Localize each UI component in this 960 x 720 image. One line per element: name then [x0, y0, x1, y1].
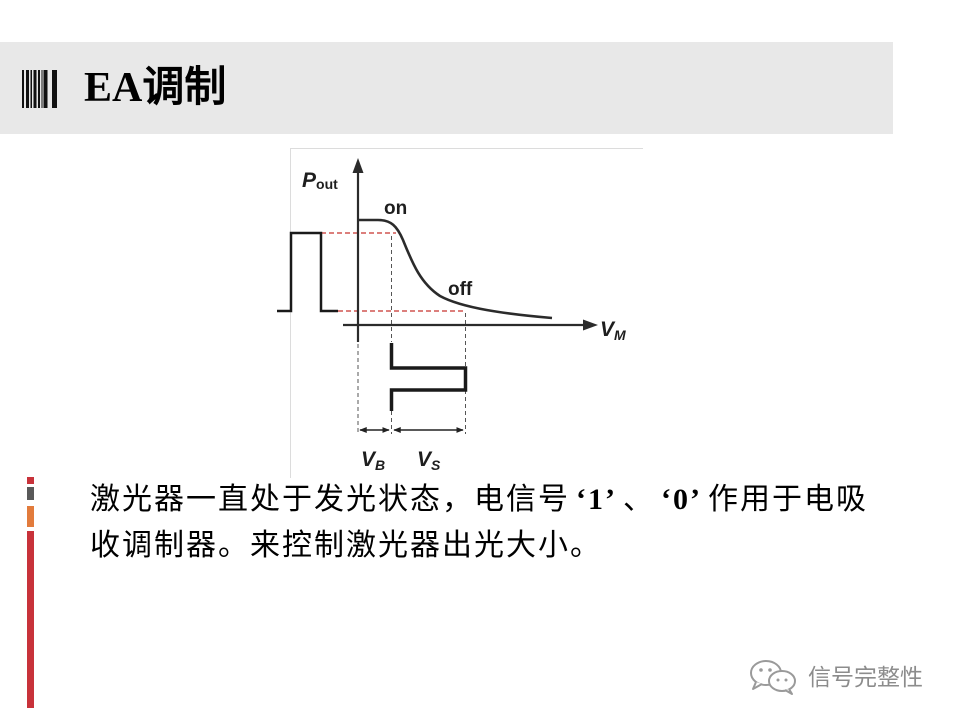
body-line-2: 收调制器。来控制激光器出光大小。 [90, 528, 602, 563]
barcode-bar [38, 70, 40, 108]
accent-bar-orange [27, 506, 34, 527]
x-axis [343, 319, 598, 331]
accent-bar-gray [27, 487, 34, 500]
y-axis-label: Pout [302, 169, 338, 192]
x-axis-symbol: V [600, 318, 616, 341]
bias-voltage-label: VB [361, 448, 385, 473]
swing-voltage-subscript: S [431, 457, 441, 473]
body-paragraph: 激光器一直处于发光状态，电信号‘1’、‘0’作用于电吸 收调制器。来控制激光器出… [90, 477, 868, 569]
body-text-segment: 作用于电吸 [707, 482, 868, 517]
title-band: EA调制 [0, 42, 893, 134]
y-axis [352, 158, 364, 342]
watermark-text: 信号完整性 [808, 665, 923, 691]
barcode-bar [26, 70, 29, 108]
swing-voltage-label: VS [417, 448, 441, 473]
slide-title: EA调制 [84, 65, 227, 111]
off-state-label: off [448, 279, 473, 300]
swing-voltage-symbol: V [417, 448, 433, 471]
bias-voltage-symbol: V [361, 448, 377, 471]
y-axis-symbol: P [302, 169, 317, 192]
accent-bar-red-top [27, 477, 34, 484]
barcode-bar [43, 70, 48, 108]
barcode-bar [33, 70, 37, 108]
on-state-label: on [384, 198, 407, 219]
y-axis-arrowhead [352, 158, 364, 173]
optical-output-pulse [277, 231, 338, 313]
x-axis-subscript: M [614, 327, 626, 343]
modulation-voltage-pulse [389, 343, 468, 411]
body-text-separator: 、 [622, 482, 655, 517]
bias-voltage-subscript: B [375, 457, 385, 473]
title-barcode-decoration [22, 70, 57, 108]
transfer-curve [358, 218, 553, 320]
signal-zero-quote: ‘0’ [660, 483, 702, 516]
y-axis-subscript: out [316, 176, 338, 192]
signal-one-quote: ‘1’ [576, 483, 617, 516]
barcode-bar [52, 70, 57, 108]
barcode-bar [22, 70, 24, 108]
x-axis-arrowhead [583, 319, 598, 331]
accent-bar-red [27, 531, 34, 708]
barcode-bar [30, 70, 32, 108]
x-axis-label: VM [600, 318, 626, 343]
wechat-icon [750, 660, 796, 695]
body-text-segment: 激光器一直处于发光状态，电信号 [90, 482, 570, 517]
body-line-1: 激光器一直处于发光状态，电信号‘1’、‘0’作用于电吸 [90, 477, 868, 523]
barcode-bar [41, 70, 43, 108]
ea-transfer-diagram: Pout on off VM VB VS [277, 148, 643, 478]
